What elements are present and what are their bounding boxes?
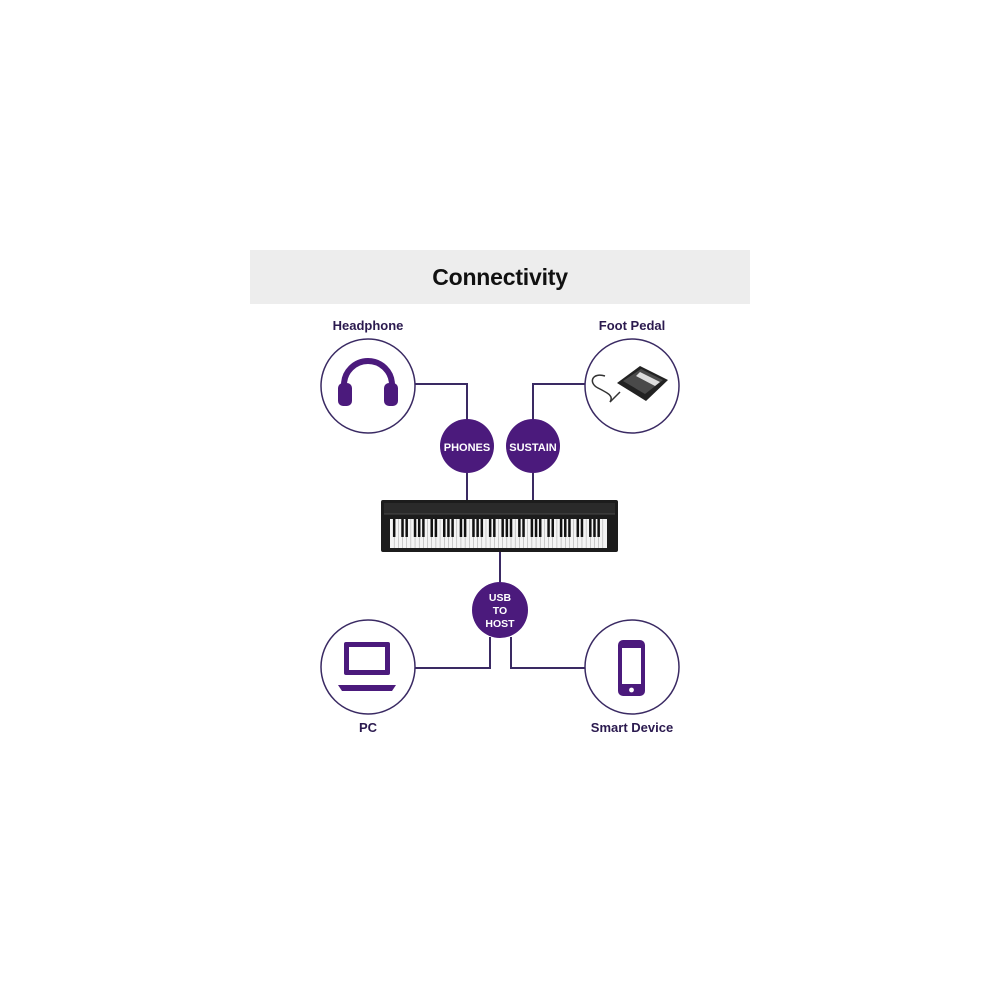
black-key <box>464 519 467 537</box>
black-key <box>506 519 509 537</box>
black-key <box>414 519 417 537</box>
black-key <box>435 519 438 537</box>
phones-port-label: PHONES <box>444 442 490 454</box>
black-key <box>481 519 484 537</box>
black-key <box>551 519 554 537</box>
black-key <box>535 519 538 537</box>
headphone-circle <box>321 339 415 433</box>
black-key <box>489 519 492 537</box>
black-key <box>401 519 404 537</box>
black-key <box>476 519 479 537</box>
usb-port-label-line3: HOST <box>485 618 515 630</box>
black-key <box>430 519 433 537</box>
black-key <box>568 519 571 537</box>
black-key <box>405 519 408 537</box>
black-key <box>451 519 454 537</box>
black-key <box>472 519 475 537</box>
smart-device-connector <box>511 637 585 668</box>
black-key <box>589 519 592 537</box>
black-key <box>493 519 496 537</box>
pedal-connector <box>533 384 585 420</box>
black-key <box>501 519 504 537</box>
black-key <box>422 519 425 537</box>
black-key <box>443 519 446 537</box>
digital-piano-image <box>381 500 618 552</box>
headphone-connector <box>415 384 467 420</box>
sustain-port-label: SUSTAIN <box>509 442 557 454</box>
black-key <box>518 519 521 537</box>
black-key <box>510 519 513 537</box>
usb-port-label-line1: USB <box>489 592 512 604</box>
black-key <box>593 519 596 537</box>
black-key <box>560 519 563 537</box>
black-key <box>539 519 542 537</box>
black-key <box>547 519 550 537</box>
black-key <box>564 519 567 537</box>
black-key <box>522 519 525 537</box>
black-key <box>393 519 396 537</box>
smartphone-icon <box>618 640 645 696</box>
black-key <box>460 519 463 537</box>
black-key <box>447 519 450 537</box>
pc-connector <box>415 637 490 668</box>
usb-port-label-line2: TO <box>493 605 507 617</box>
black-key <box>418 519 421 537</box>
black-key <box>531 519 534 537</box>
black-key <box>581 519 584 537</box>
black-key <box>577 519 580 537</box>
black-key <box>597 519 600 537</box>
